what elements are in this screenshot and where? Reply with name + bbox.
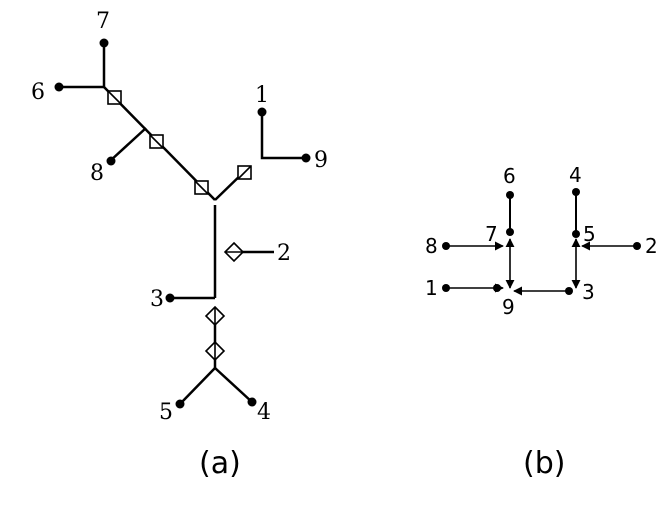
node-b-9-label: 9 — [502, 295, 515, 319]
node-b-4-label: 4 — [569, 163, 582, 187]
node-5-label: 5 — [159, 400, 173, 425]
node-7-dot — [99, 38, 109, 48]
edge-1-9 — [260, 112, 306, 160]
panel-b-caption: (b) — [523, 446, 565, 481]
node-1-dot — [257, 107, 267, 117]
panel-a-caption: (a) — [199, 446, 241, 481]
diamond-marker-lower-2 — [204, 340, 226, 362]
node-6-label: 6 — [31, 80, 45, 105]
node-2-label: 2 — [277, 241, 291, 266]
node-4-dot — [247, 397, 257, 407]
node-b-7-label: 7 — [485, 222, 498, 246]
node-4-label: 4 — [257, 400, 271, 425]
node-b-1-dot — [442, 284, 450, 292]
edge-5 — [179, 367, 216, 405]
node-3-label: 3 — [150, 287, 164, 312]
edge-7-6 — [60, 43, 106, 89]
panel-b: 6 4 8 7 5 2 1 9 3 (b) — [425, 163, 658, 481]
node-8-label: 8 — [90, 161, 104, 186]
square-marker-4 — [237, 165, 252, 180]
edge-4 — [214, 367, 253, 403]
node-6-dot — [54, 82, 64, 92]
node-5-dot — [175, 399, 185, 409]
square-marker-3 — [194, 180, 209, 195]
node-9-label: 9 — [314, 148, 328, 173]
node-b-8-label: 8 — [425, 234, 438, 258]
diamond-marker-2 — [223, 241, 245, 263]
diamond-marker-lower-1 — [204, 305, 226, 327]
node-b-4-dot — [572, 188, 580, 196]
node-b-2-label: 2 — [645, 234, 658, 258]
node-b-6-label: 6 — [503, 164, 516, 188]
node-b-8-dot — [442, 242, 450, 250]
node-3-dot — [165, 293, 175, 303]
square-marker-1 — [107, 90, 122, 105]
node-b-3-dot — [565, 287, 573, 295]
node-b-6-dot — [506, 191, 514, 199]
edge-8-branch — [109, 127, 147, 162]
node-b-2-dot — [633, 242, 641, 250]
node-b-3-label: 3 — [582, 280, 595, 304]
node-b-9-dot — [493, 284, 501, 292]
square-marker-2 — [149, 134, 164, 149]
node-b-5-dot — [572, 230, 580, 238]
node-b-1-label: 1 — [425, 276, 438, 300]
node-8-dot — [106, 156, 116, 166]
node-b-7-dot — [506, 228, 514, 236]
panel-a: 7 6 8 1 9 2 3 5 4 (a) — [31, 9, 328, 481]
node-1-label: 1 — [255, 83, 269, 108]
node-9-dot — [301, 153, 311, 163]
node-b-5-label: 5 — [583, 222, 596, 246]
node-7-label: 7 — [96, 9, 110, 34]
